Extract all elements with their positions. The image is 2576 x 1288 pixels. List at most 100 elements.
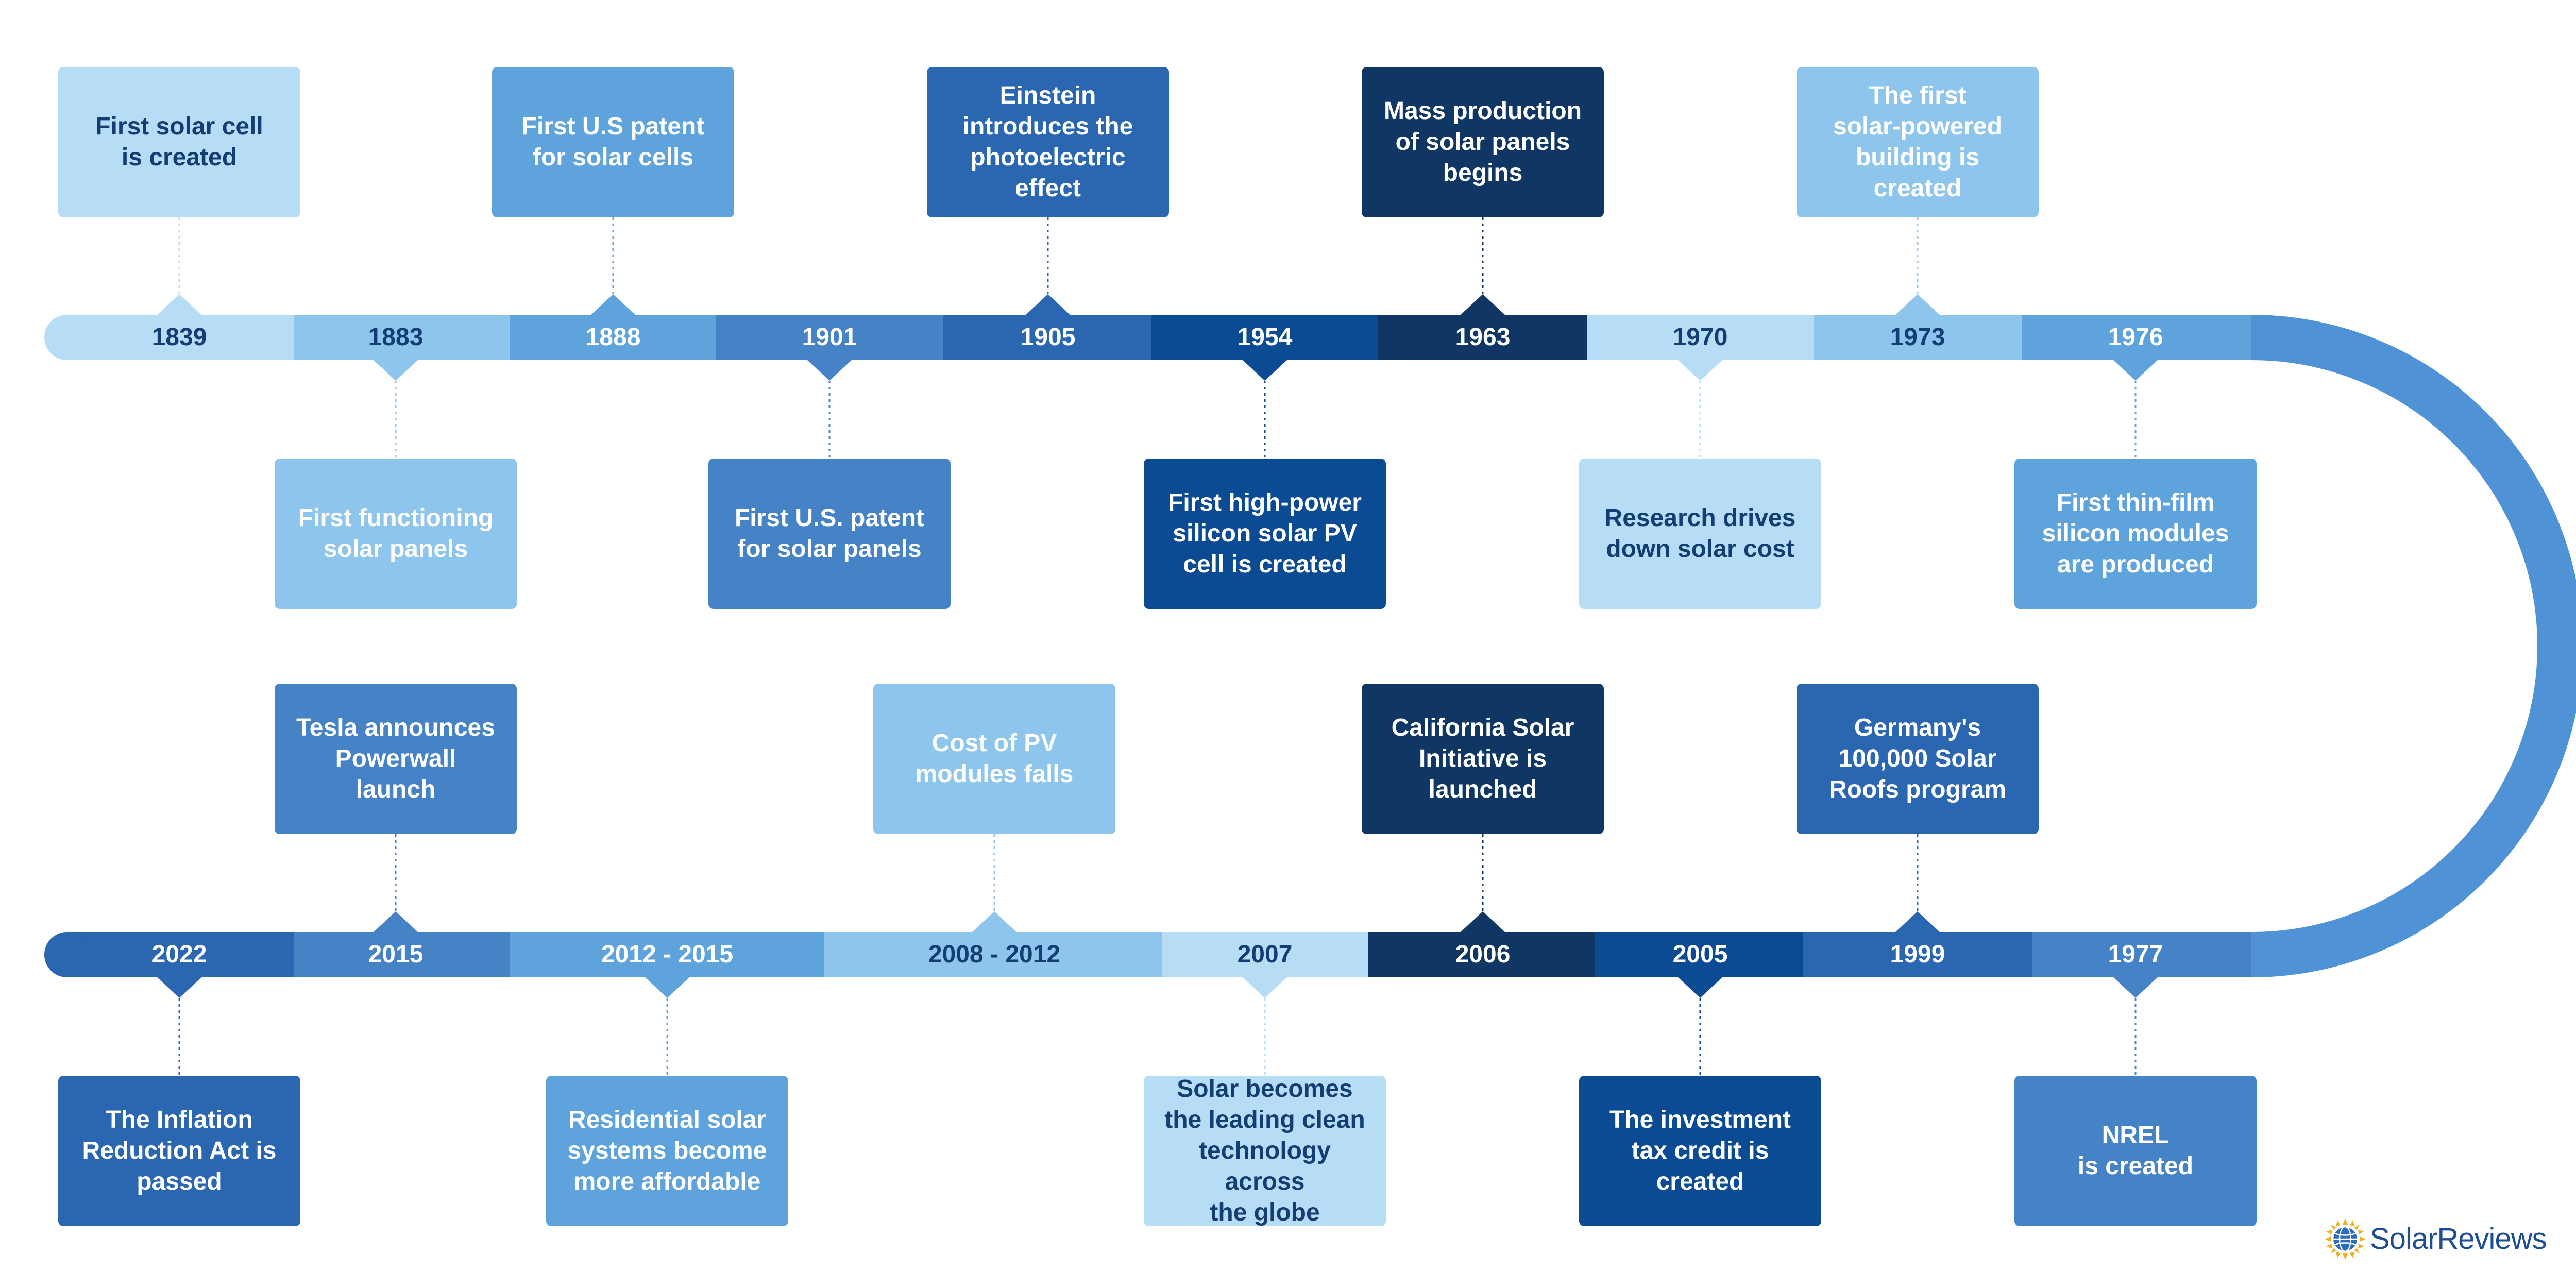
- timeline-end-cap: [44, 932, 90, 977]
- timeline-segment: [1587, 315, 1814, 360]
- event-text: Mass production of solar panels begins: [1383, 97, 1582, 187]
- event-box: First U.S. patent for solar panels: [708, 459, 951, 609]
- event-box: Germany's 100,000 Solar Roofs program: [1797, 684, 2039, 834]
- year-label: 1999: [1890, 941, 1945, 968]
- year-label: 1901: [802, 324, 857, 351]
- event-text: Germany's 100,000 Solar Roofs program: [1828, 714, 2006, 803]
- brand-logo: SolarReviews: [2324, 1216, 2561, 1262]
- event-box: Cost of PV modules falls: [873, 684, 1115, 834]
- timeline-pointer: [1460, 294, 1505, 315]
- event-text: Einstein introduces the photoelectric ef…: [962, 82, 1133, 202]
- event-text: Solar becomes the leading clean technolo…: [1164, 1075, 1365, 1226]
- timeline-pointer: [590, 294, 636, 315]
- event-box: First functioning solar panels: [275, 459, 517, 609]
- timeline-segment: [1814, 315, 2022, 360]
- event-text: California Solar Initiative is launched: [1391, 714, 1574, 803]
- timeline-segment: [1378, 315, 1587, 360]
- event-box: California Solar Initiative is launched: [1362, 684, 1604, 834]
- event-box: First thin-film silicon modules are prod…: [2014, 459, 2257, 609]
- timeline-segment: [67, 315, 294, 360]
- timeline-segment: [2022, 315, 2251, 360]
- event-text: The investment tax credit is created: [1609, 1106, 1791, 1195]
- event-box: First solar cell is created: [58, 67, 300, 217]
- event-text: Residential solar systems become more af…: [567, 1106, 767, 1195]
- sun-globe-icon: [2325, 1218, 2366, 1260]
- event-text: First functioning solar panels: [298, 504, 494, 563]
- year-label: 1954: [1237, 324, 1293, 351]
- year-label: 1839: [151, 324, 207, 351]
- timeline-segment: [67, 932, 294, 977]
- year-label: 2015: [368, 941, 423, 968]
- event-box: NREL is created: [2014, 1076, 2257, 1226]
- timeline-segment: [2032, 932, 2251, 977]
- event-box: The first solar-powered building is crea…: [1797, 67, 2039, 217]
- event-text: Research drives down solar cost: [1604, 504, 1796, 563]
- event-box: First U.S patent for solar cells: [492, 67, 734, 217]
- year-label: 2012 - 2015: [601, 941, 734, 968]
- event-text: Cost of PV modules falls: [915, 730, 1074, 788]
- timeline-pointer: [157, 977, 202, 998]
- year-label: 2008 - 2012: [928, 941, 1061, 968]
- year-label: 1977: [2108, 941, 2163, 968]
- timeline-pointer: [1677, 360, 1723, 381]
- timeline-segment: [1803, 932, 2032, 977]
- event-text: First high-power silicon solar PV cell i…: [1168, 489, 1362, 578]
- timeline-pointer: [1895, 294, 1940, 315]
- timeline-pointer: [373, 911, 418, 933]
- event-text: First thin-film silicon modules are prod…: [2042, 489, 2229, 578]
- timeline-pointer: [157, 294, 202, 315]
- year-label: 1883: [368, 324, 423, 351]
- brand-name: SolarReviews: [2370, 1222, 2547, 1256]
- event-box: Mass production of solar panels begins: [1362, 67, 1604, 217]
- year-label: 1970: [1672, 324, 1728, 351]
- year-label: 1888: [585, 324, 641, 351]
- year-label: 1963: [1455, 324, 1511, 351]
- event-box: Einstein introduces the photoelectric ef…: [927, 67, 1169, 217]
- timeline-segment: [510, 932, 824, 977]
- timeline-pointer: [972, 911, 1017, 933]
- timeline-pointer: [807, 360, 852, 381]
- timeline-pointer: [2113, 360, 2158, 381]
- timeline-segment: [1151, 315, 1378, 360]
- timeline-pointer: [373, 360, 418, 381]
- event-box: The Inflation Reduction Act is passed: [58, 1076, 300, 1226]
- event-text: First solar cell is created: [95, 113, 263, 171]
- timeline-segment: [510, 315, 716, 360]
- timeline-segment: [1368, 932, 1595, 977]
- event-text: First U.S. patent for solar panels: [734, 504, 925, 563]
- timeline-segment: [1595, 932, 1803, 977]
- timeline-pointer: [1242, 977, 1287, 998]
- year-label: 2006: [1455, 941, 1511, 968]
- timeline-pointer: [1677, 977, 1723, 998]
- year-label: 1973: [1890, 324, 1945, 351]
- year-label: 2022: [151, 941, 207, 968]
- year-label: 1905: [1020, 324, 1076, 351]
- timeline-pointer: [2113, 977, 2158, 998]
- timeline-segment: [294, 932, 510, 977]
- year-label: 2005: [1672, 941, 1728, 968]
- year-label: 2007: [1237, 941, 1293, 968]
- event-text: First U.S patent for solar cells: [521, 113, 705, 171]
- timeline-segment: [716, 315, 943, 360]
- event-box: Solar becomes the leading clean technolo…: [1144, 1075, 1386, 1226]
- event-text: The Inflation Reduction Act is passed: [82, 1106, 277, 1195]
- event-box: Research drives down solar cost: [1579, 459, 1821, 609]
- timeline-pointer: [1025, 294, 1071, 315]
- timeline-segment: [294, 315, 510, 360]
- timeline-end-cap: [44, 315, 90, 360]
- timeline-pointer: [1895, 911, 1940, 933]
- timeline-pointer: [1460, 911, 1505, 933]
- timeline-track-curve: [2246, 315, 2576, 977]
- timeline-pointer: [645, 977, 690, 998]
- event-text: NREL is created: [2077, 1122, 2194, 1180]
- timeline-segment: [943, 315, 1151, 360]
- event-box: The investment tax credit is created: [1579, 1076, 1821, 1226]
- timeline-segment: [824, 932, 1162, 977]
- timeline-pointer: [1242, 360, 1287, 381]
- event-box: Tesla announces Powerwall launch: [275, 684, 517, 834]
- timeline-segment: [1162, 932, 1368, 977]
- year-label: 1976: [2108, 324, 2163, 351]
- event-text: The first solar-powered building is crea…: [1833, 82, 2003, 202]
